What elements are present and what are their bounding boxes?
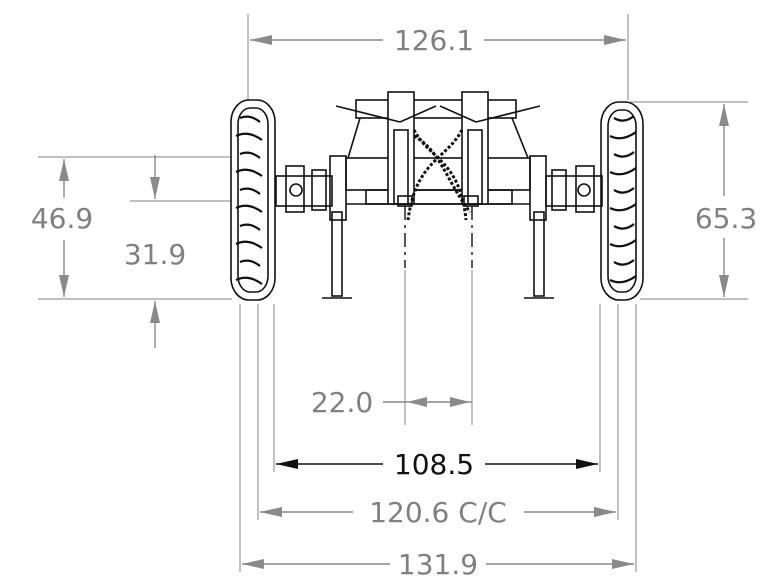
- dimension-hitch-spacing: 22.0: [311, 386, 472, 419]
- dimension-height-right: 65.3: [695, 104, 757, 297]
- safety-chains: [406, 129, 472, 221]
- right-jack-stand: [524, 211, 554, 299]
- dimension-label-hitch-spacing: 22.0: [311, 386, 373, 419]
- left-jack-stand: [322, 211, 352, 299]
- dimension-inner-track: 108.5: [276, 448, 598, 481]
- dimension-height-left-inner: 31.9: [124, 155, 186, 348]
- right-wheel: [600, 101, 644, 301]
- left-wheel: [230, 99, 276, 301]
- dimension-label-height-left-outer: 46.9: [31, 202, 93, 235]
- dimension-label-inner-track: 108.5: [394, 448, 474, 481]
- dimension-overall-top: 126.1: [250, 24, 626, 57]
- left-axle-assembly: [275, 155, 347, 221]
- hitch-centerlines: [404, 206, 473, 268]
- dimension-label-center-to-center: 120.6 C/C: [369, 496, 507, 529]
- right-axle-assembly: [529, 155, 603, 221]
- main-frame: [345, 99, 531, 205]
- right-hitch-arm: [439, 91, 541, 207]
- dimension-height-left-outer: 46.9: [31, 159, 93, 297]
- dimension-label-height-left-inner: 31.9: [124, 238, 186, 271]
- dimension-label-height-right: 65.3: [695, 202, 757, 235]
- dimension-label-overall-bottom: 131.9: [398, 548, 478, 578]
- extension-lines: [38, 14, 748, 572]
- dimension-center-to-center: 120.6 C/C: [260, 496, 616, 529]
- dimension-label-overall-top: 126.1: [394, 24, 474, 57]
- dimension-overall-bottom: 131.9: [242, 548, 634, 578]
- left-hitch-arm: [335, 91, 437, 207]
